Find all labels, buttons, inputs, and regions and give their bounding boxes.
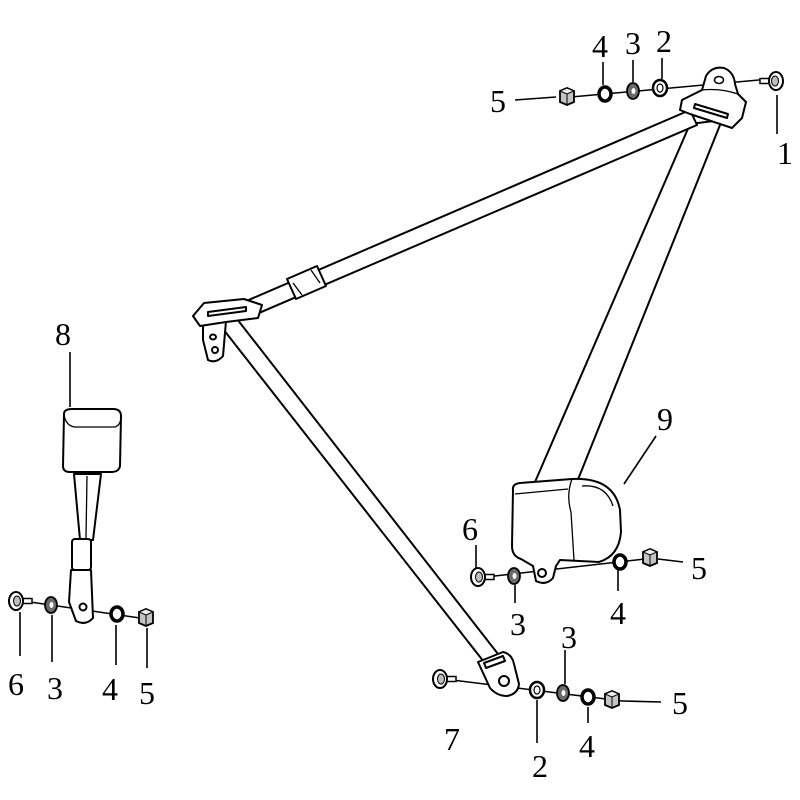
leader-retractor bbox=[623, 435, 657, 485]
lower-anchor-bolt bbox=[432, 669, 457, 689]
buckle bbox=[62, 408, 122, 624]
upper-anchor-assembly: 4 3 2 5 1 bbox=[490, 23, 793, 171]
lap-strap bbox=[215, 309, 499, 663]
callout-buckle-washer-3: 3 bbox=[47, 670, 63, 706]
retractor-mount-hole bbox=[537, 568, 547, 578]
callout-buckle-nut: 5 bbox=[139, 675, 155, 711]
lower-flat-washer bbox=[556, 684, 570, 702]
upper-plain-washer bbox=[651, 78, 669, 98]
callout-retractor-nut: 5 bbox=[691, 550, 707, 586]
callout-upper-bolt: 1 bbox=[777, 135, 793, 171]
callout-buckle-bolt: 6 bbox=[8, 666, 24, 702]
callout-lower-washer-3: 3 bbox=[561, 619, 577, 655]
upper-flat-washer bbox=[626, 82, 640, 100]
callout-buckle-washer-4: 4 bbox=[102, 671, 118, 707]
intermediate-bracket-tab bbox=[202, 320, 227, 363]
lower-nut bbox=[604, 690, 620, 709]
upper-nut bbox=[559, 87, 575, 106]
retractor-flat-washer bbox=[507, 567, 521, 585]
intermediate-bracket bbox=[192, 298, 263, 363]
intermediate-bracket-hole bbox=[211, 346, 219, 354]
callout-upper-washer-4: 4 bbox=[592, 28, 608, 64]
buckle-head bbox=[62, 408, 122, 473]
lower-plain-washer bbox=[528, 680, 546, 700]
lower-anchor-plate bbox=[477, 651, 520, 697]
buckle-mount-hole bbox=[78, 602, 88, 612]
buckle-spring-washer bbox=[109, 605, 125, 623]
buckle-mount-plate bbox=[68, 569, 94, 624]
buckle-nut bbox=[138, 608, 154, 627]
strap-slider bbox=[286, 265, 327, 300]
callout-lower-nut: 5 bbox=[672, 685, 688, 721]
upper-bracket-hole bbox=[713, 75, 725, 85]
webbing bbox=[215, 109, 723, 663]
leader-upper-nut bbox=[514, 96, 557, 101]
buckle-flat-washer bbox=[44, 596, 58, 614]
upper-anchor-bracket bbox=[679, 66, 747, 129]
lower-anchor-hole bbox=[498, 675, 510, 687]
callout-buckle: 8 bbox=[55, 316, 71, 352]
callout-lower-washer-4: 4 bbox=[579, 728, 595, 764]
callout-upper-washer-2: 2 bbox=[656, 23, 672, 59]
callout-upper-washer-3: 3 bbox=[625, 25, 641, 61]
buckle-stalk bbox=[73, 473, 102, 541]
buckle-sleeve bbox=[71, 538, 92, 571]
callout-lower-washer-2: 2 bbox=[532, 748, 548, 784]
leader-retractor-nut bbox=[657, 558, 684, 563]
callout-upper-nut: 5 bbox=[490, 83, 506, 119]
callout-retractor-washer-3: 3 bbox=[510, 606, 526, 642]
upper-anchor-bolt bbox=[759, 71, 784, 91]
callout-retractor: 9 bbox=[657, 401, 673, 437]
lower-anchor-assembly: 3 7 2 4 5 bbox=[432, 619, 688, 784]
lower-spring-washer bbox=[580, 688, 596, 706]
callout-retractor-bolt: 6 bbox=[462, 511, 478, 547]
retractor-nut bbox=[642, 548, 658, 567]
retractor-spring-washer bbox=[612, 553, 628, 571]
retractor-bolt bbox=[470, 567, 495, 587]
buckle-assembly: 8 6 3 4 5 bbox=[8, 316, 155, 711]
upper-spring-washer bbox=[597, 85, 613, 103]
callout-lower-bolt: 7 bbox=[444, 721, 460, 757]
retractor-assembly: 9 6 3 4 5 bbox=[462, 401, 707, 642]
retractor bbox=[511, 477, 622, 584]
buckle-bolt bbox=[8, 591, 33, 611]
callout-retractor-washer-4: 4 bbox=[610, 595, 626, 631]
leader-lower-nut bbox=[621, 700, 662, 703]
